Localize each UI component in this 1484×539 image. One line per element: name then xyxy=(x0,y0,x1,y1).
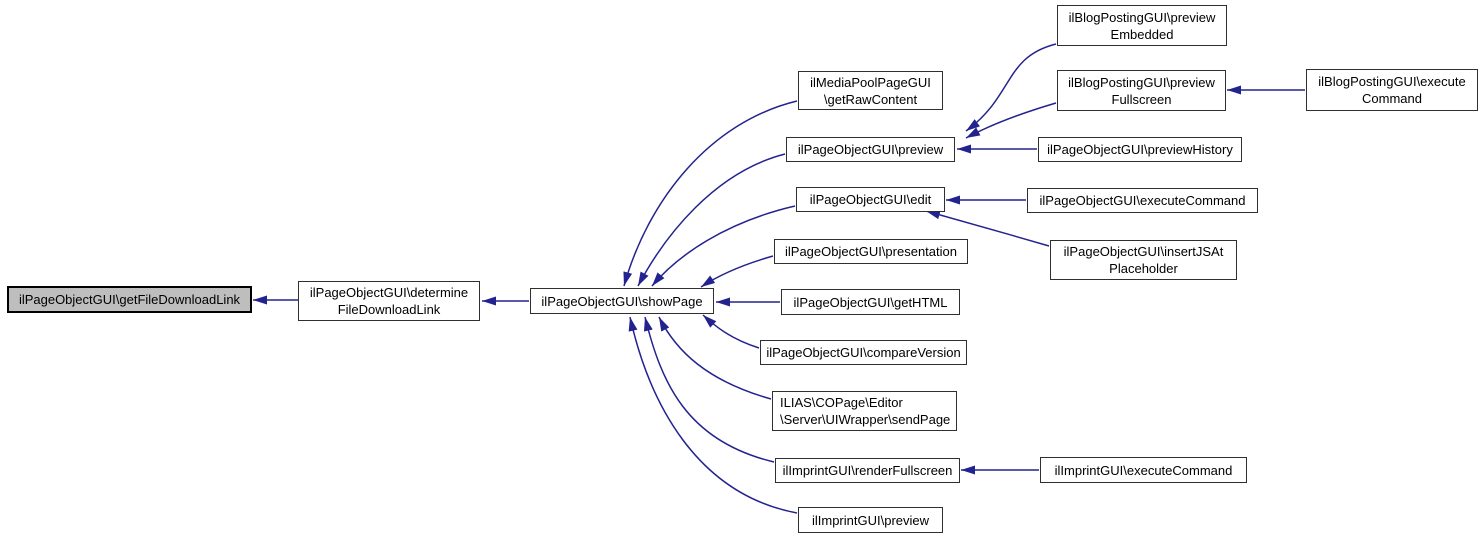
edge-compareVersion-to-showPage xyxy=(702,314,760,349)
node-label-line: ilImprintGUI\renderFullscreen xyxy=(782,463,953,478)
node-getHTML[interactable]: ilPageObjectGUI\getHTML xyxy=(781,289,960,315)
node-label-line: ilPageObjectGUI\getFileDownloadLink xyxy=(18,292,241,307)
edge-renderFullscreen-to-showPage xyxy=(643,316,775,463)
node-label-line: ilPageObjectGUI\determine xyxy=(309,285,469,300)
node-getFileDownloadLink[interactable]: ilPageObjectGUI\getFileDownloadLink xyxy=(7,286,252,313)
node-label-line: ilPageObjectGUI\compareVersion xyxy=(766,345,961,360)
node-renderFullscreen[interactable]: ilImprintGUI\renderFullscreen xyxy=(775,458,960,483)
node-label-line: \Server\UIWrapper\sendPage xyxy=(780,412,951,427)
node-label-line: ilPageObjectGUI\edit xyxy=(809,192,932,207)
node-label-line: ilBlogPostingGUI\execute xyxy=(1318,74,1466,89)
node-label-line: ilPageObjectGUI\getHTML xyxy=(793,294,948,310)
edge-sendPage-to-showPage xyxy=(658,316,772,400)
node-label-line: FileDownloadLink xyxy=(337,302,441,317)
node-label-line: ilBlogPostingGUI\preview xyxy=(1068,74,1215,90)
node-imprintPreview[interactable]: ilImprintGUI\preview xyxy=(798,507,943,533)
node-label-line: Placeholder xyxy=(1109,261,1178,276)
node-imprintExecuteCommand[interactable]: ilImprintGUI\executeCommand xyxy=(1040,457,1247,483)
edge-presentation-to-showPage xyxy=(700,255,774,288)
node-label-line: ilPageObjectGUI\insertJSAt xyxy=(1063,244,1224,259)
node-label-line: ilBlogPostingGUI\preview xyxy=(1068,9,1216,25)
edge-preview-to-showPage xyxy=(637,153,786,287)
node-label-line: ilPageObjectGUI\executeCommand xyxy=(1039,193,1246,208)
node-label-line: Command xyxy=(1362,91,1422,106)
node-preview[interactable]: ilPageObjectGUI\preview xyxy=(786,137,955,162)
node-label-line: ilImprintGUI\executeCommand xyxy=(1054,462,1233,478)
edge-previewEmbedded-to-preview xyxy=(965,43,1057,132)
node-showPage[interactable]: ilPageObjectGUI\showPage xyxy=(530,288,714,314)
node-edit[interactable]: ilPageObjectGUI\edit xyxy=(796,187,945,212)
edge-previewFullscreen-to-preview xyxy=(965,102,1057,139)
node-label-line: ilPageObjectGUI\presentation xyxy=(785,244,957,259)
node-label-line: Fullscreen xyxy=(1111,91,1172,107)
node-label-line: ilPageObjectGUI\previewHistory xyxy=(1047,142,1233,157)
edge-getRawContent-to-showPage xyxy=(623,100,798,287)
node-presentation[interactable]: ilPageObjectGUI\presentation xyxy=(774,239,968,264)
node-getRawContent[interactable]: ilMediaPoolPageGUI\getRawContent xyxy=(798,71,943,110)
node-label-line: ilPageObjectGUI\showPage xyxy=(541,293,703,309)
node-label-line: Embedded xyxy=(1110,26,1174,42)
node-sendPage[interactable]: ILIAS\COPage\Editor \Server\UIWrapper\sen… xyxy=(772,391,957,431)
node-label-line: ilMediaPoolPageGUI xyxy=(810,74,931,90)
node-label-line: ilPageObjectGUI\preview xyxy=(797,142,944,157)
node-pageExecuteCommand[interactable]: ilPageObjectGUI\executeCommand xyxy=(1027,188,1258,213)
node-label-line: \getRawContent xyxy=(823,91,918,107)
node-compareVersion[interactable]: ilPageObjectGUI\compareVersion xyxy=(760,340,967,365)
node-label-line: ilImprintGUI\preview xyxy=(811,512,930,528)
node-label-line: ILIAS\COPage\Editor xyxy=(780,395,903,410)
node-previewHistory[interactable]: ilPageObjectGUI\previewHistory xyxy=(1038,137,1242,162)
